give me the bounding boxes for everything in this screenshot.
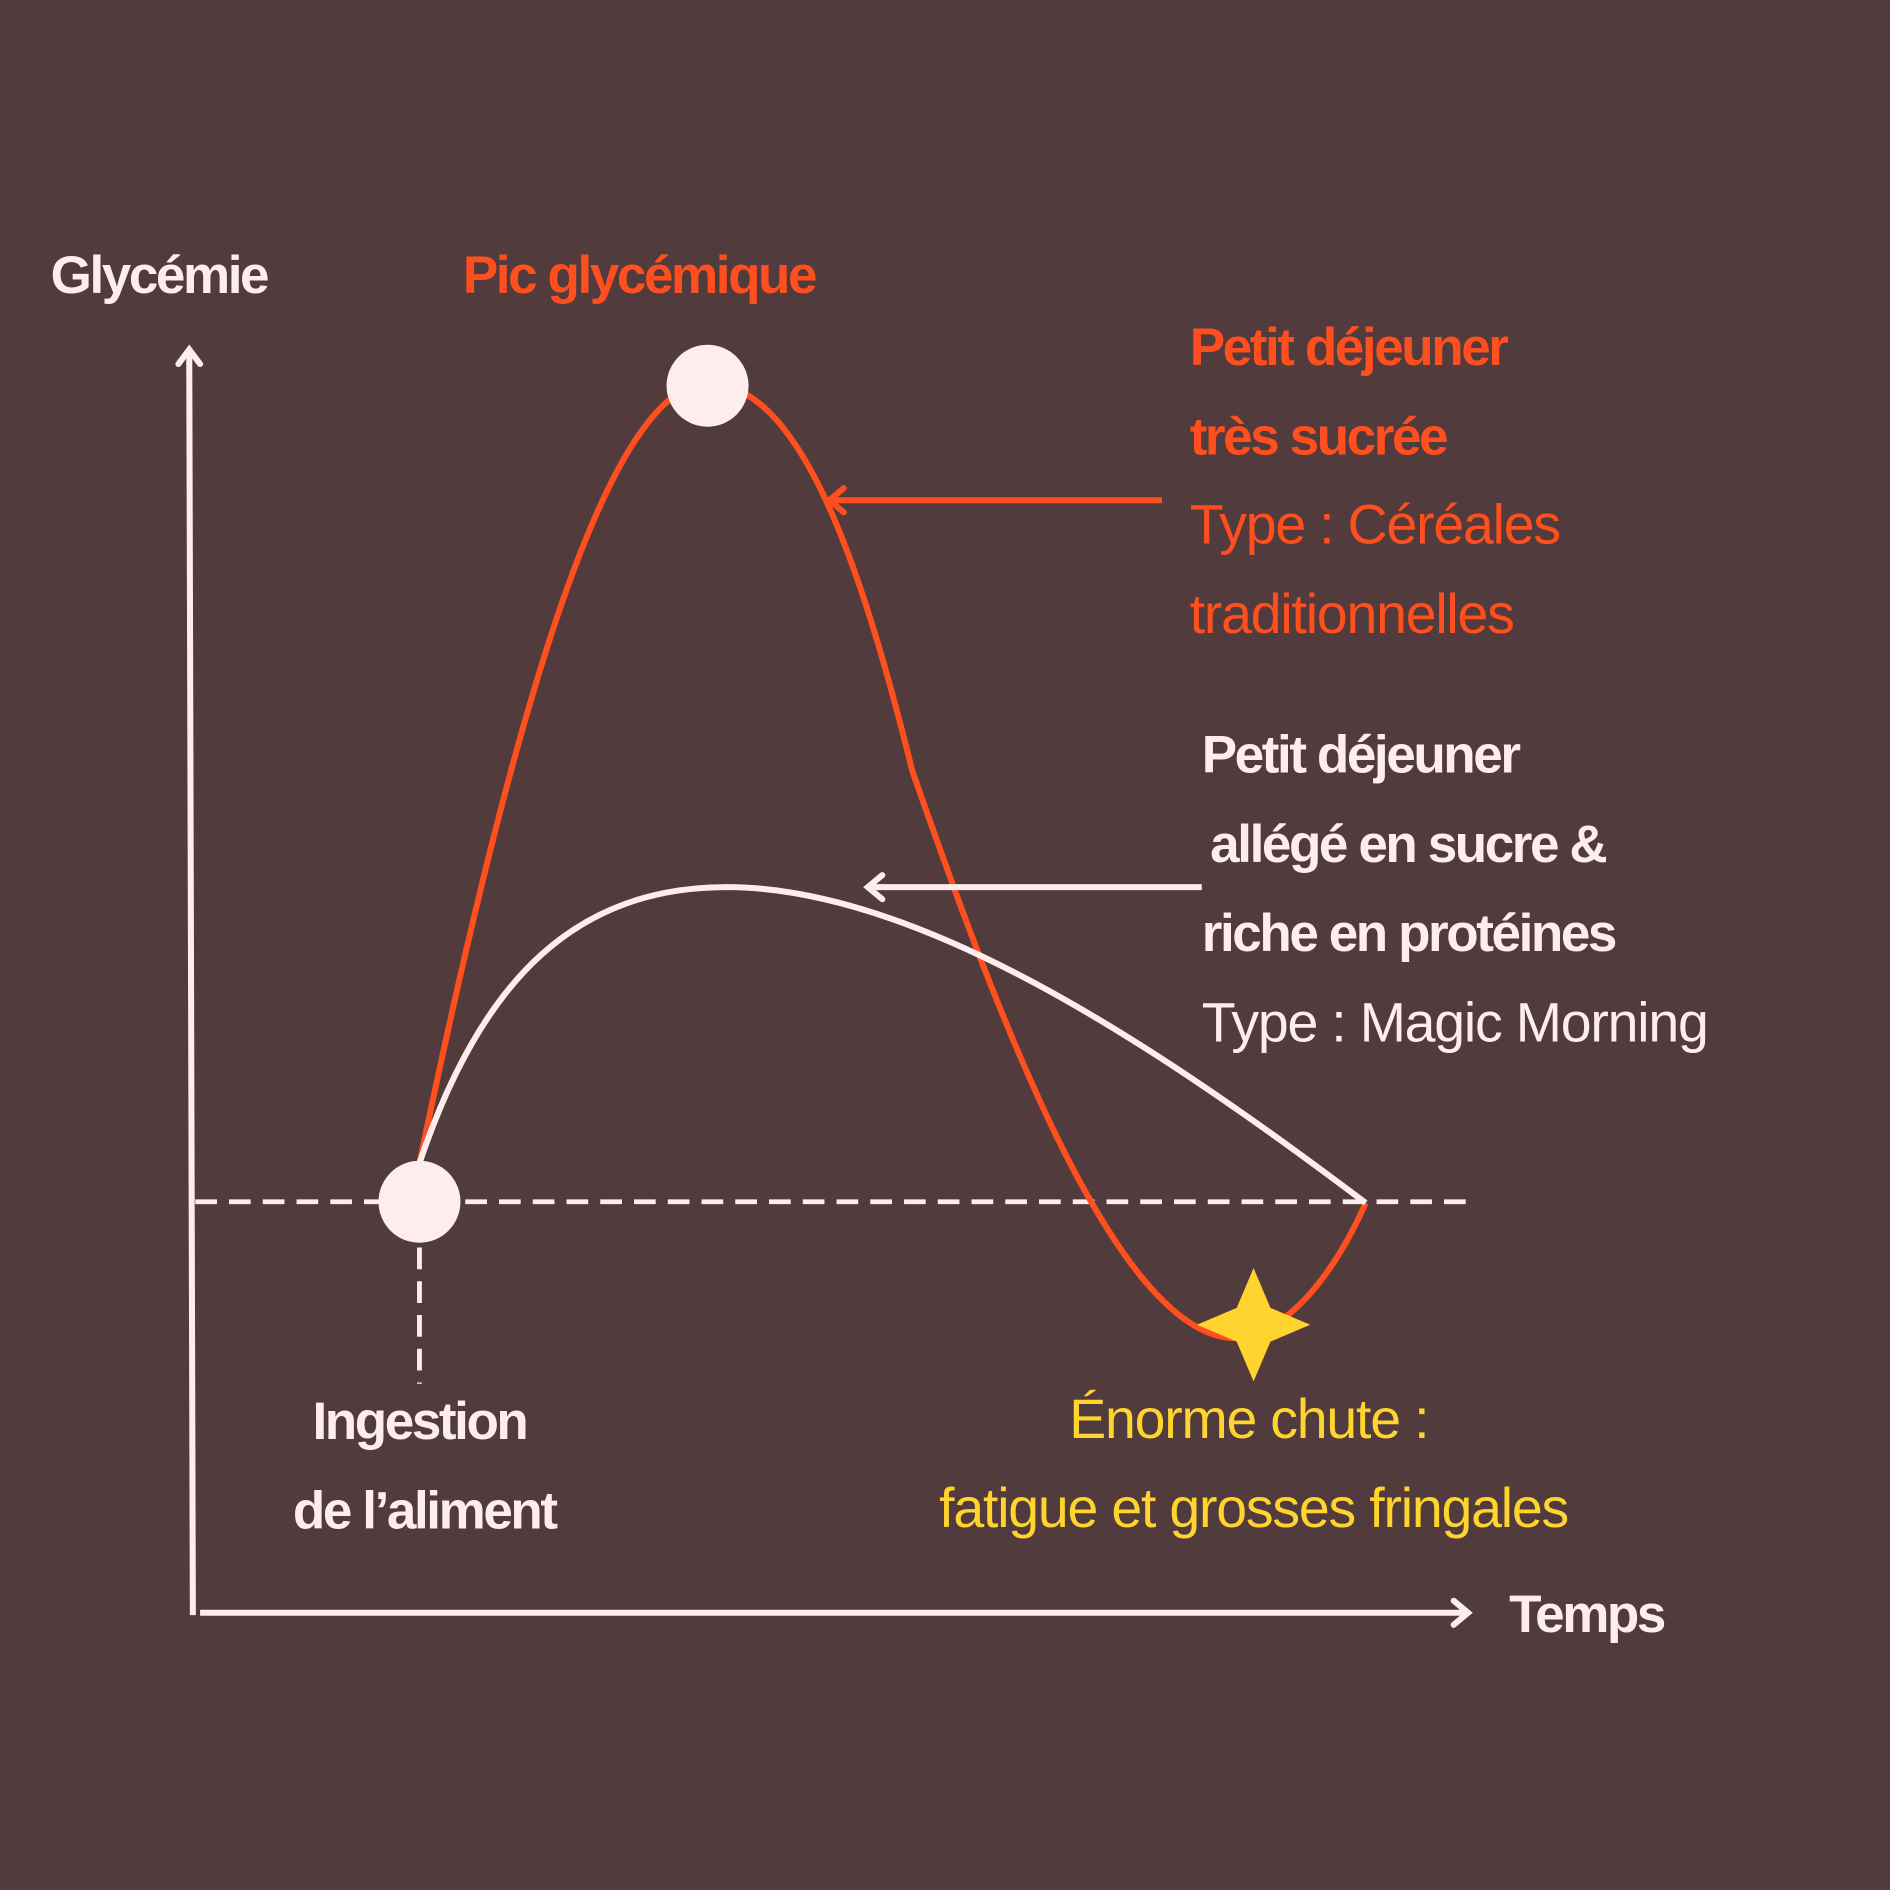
sugary-pointer-arrow-icon <box>824 485 847 516</box>
peak-marker <box>666 344 749 427</box>
sugary-title-line-2: très sucrée <box>1190 407 1447 466</box>
light-type-line: Type : Magic Morning <box>1202 991 1708 1053</box>
sugary-type-line-1: Type : Céréales <box>1190 494 1560 556</box>
light-curve <box>416 884 1368 1206</box>
x-axis-arrow-icon <box>1450 1597 1473 1628</box>
y-axis-arrow-icon <box>175 344 204 368</box>
light-title-line-1: Petit déjeuner <box>1202 726 1521 785</box>
peak-label: Pic glycémique <box>463 246 816 305</box>
star-icon <box>1196 1268 1311 1382</box>
sugary-title-line-1: Petit déjeuner <box>1190 318 1509 377</box>
drop-line-1: Énorme chute : <box>1069 1388 1428 1450</box>
ingestion-line-1: Ingestion <box>312 1392 526 1451</box>
light-pointer-arrow-icon <box>863 872 886 903</box>
drop-line-2: fatigue et grosses fringales <box>939 1477 1568 1539</box>
y-axis-label: Glycémie <box>51 246 268 305</box>
y-axis <box>186 351 196 1616</box>
x-axis-label: Temps <box>1509 1585 1665 1644</box>
light-title-line-2: allégé en sucre & <box>1210 815 1606 874</box>
light-title-line-3: riche en protéines <box>1202 904 1616 963</box>
ingestion-marker <box>378 1160 461 1243</box>
ingestion-line-2: de l’aliment <box>293 1481 557 1540</box>
sugary-type-line-2: traditionnelles <box>1190 583 1514 645</box>
